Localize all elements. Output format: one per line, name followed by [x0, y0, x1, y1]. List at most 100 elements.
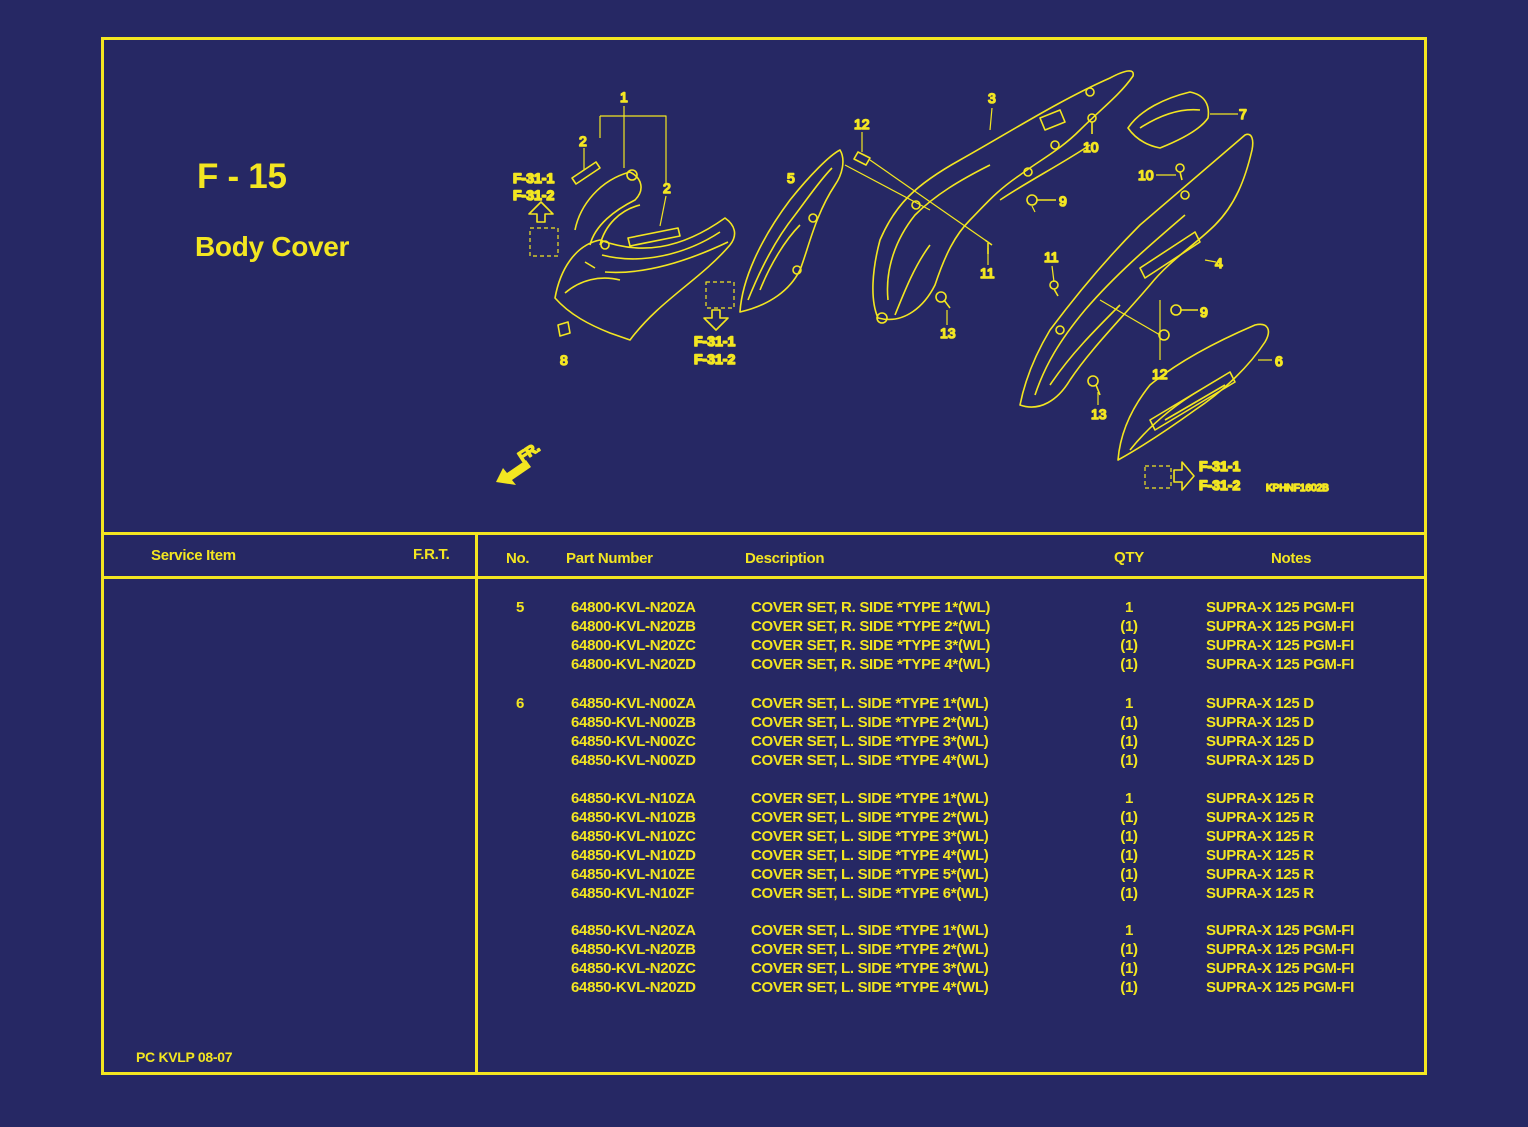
callout-7: 7: [1239, 106, 1247, 122]
row-notes: SUPRA-X 125 R: [1206, 847, 1314, 864]
header-part-number: Part Number: [566, 550, 653, 567]
figure-title: Body Cover: [195, 231, 350, 262]
row-qty: (1): [1120, 637, 1138, 654]
header-row-divider: [101, 576, 1427, 579]
figure-code: F - 15: [197, 157, 287, 196]
row-qty: 1: [1124, 922, 1134, 939]
row-part-number: 64850-KVL-N10ZE: [571, 866, 695, 883]
row-description: COVER SET, L. SIDE *TYPE 6*(WL): [751, 885, 989, 902]
callout-13a: 13: [940, 325, 956, 341]
row-notes: SUPRA-X 125 D: [1206, 714, 1314, 731]
row-part-number: 64850-KVL-N00ZC: [571, 733, 696, 750]
callout-10a: 10: [1083, 139, 1099, 155]
reference-arrows: [528, 201, 1195, 491]
row-part-number: 64850-KVL-N10ZD: [571, 847, 696, 864]
row-part-number: 64850-KVL-N00ZB: [571, 714, 696, 731]
ref-mid-2: F-31-2: [694, 351, 735, 367]
exploded-parts-diagram: FR. 1 2 2 3 4 5 6 7 8 9 9 10 10 11 11 12…: [496, 70, 1330, 495]
callout-13b: 13: [1091, 406, 1107, 422]
row-part-number: 64800-KVL-N20ZB: [571, 618, 696, 635]
row-qty: (1): [1120, 885, 1138, 902]
row-part-number: 64850-KVL-N00ZA: [571, 695, 696, 712]
row-part-number: 64850-KVL-N20ZD: [571, 979, 696, 996]
row-part-number: 64850-KVL-N00ZD: [571, 752, 696, 769]
part-7-cover: [1127, 91, 1210, 149]
row-qty: (1): [1120, 847, 1138, 864]
part-1-inner-cover: [554, 169, 736, 341]
row-description: COVER SET, L. SIDE *TYPE 1*(WL): [751, 922, 989, 939]
part-2-strips: [571, 161, 681, 247]
catalog-code: PC KVLP 08-07: [136, 1049, 233, 1065]
row-qty: (1): [1120, 828, 1138, 845]
row-notes: SUPRA-X 125 D: [1206, 733, 1314, 750]
row-description: COVER SET, R. SIDE *TYPE 3*(WL): [751, 637, 991, 654]
ref-left-2: F-31-2: [513, 187, 554, 203]
row-notes: SUPRA-X 125 R: [1206, 866, 1314, 883]
header-frt: F.R.T.: [413, 546, 450, 563]
row-notes: SUPRA-X 125 PGM-FI: [1206, 656, 1354, 673]
row-qty: (1): [1120, 752, 1138, 769]
row-description: COVER SET, L. SIDE *TYPE 3*(WL): [751, 828, 989, 845]
row-qty: 1: [1124, 790, 1134, 807]
row-part-number: 64800-KVL-N20ZA: [571, 599, 696, 616]
diagram-table-divider: [101, 532, 1427, 535]
row-notes: SUPRA-X 125 D: [1206, 752, 1314, 769]
callout-5: 5: [787, 170, 795, 186]
header-service-item: Service Item: [151, 547, 236, 564]
callout-2a: 2: [579, 133, 587, 149]
callout-12b: 12: [1152, 366, 1168, 382]
header-qty: QTY: [1114, 549, 1144, 566]
row-qty: 1: [1124, 599, 1134, 616]
row-part-number: 64850-KVL-N10ZF: [571, 885, 695, 902]
row-part-number: 64850-KVL-N20ZB: [571, 941, 696, 958]
leader-lines: [583, 106, 1272, 405]
row-notes: SUPRA-X 125 PGM-FI: [1206, 618, 1354, 635]
callout-4: 4: [1215, 255, 1223, 271]
callout-9a: 9: [1059, 193, 1067, 209]
ref-right-2: F-31-2: [1199, 477, 1240, 493]
row-no: 6: [516, 695, 525, 712]
row-description: COVER SET, L. SIDE *TYPE 1*(WL): [751, 695, 989, 712]
row-notes: SUPRA-X 125 PGM-FI: [1206, 941, 1354, 958]
row-description: COVER SET, L. SIDE *TYPE 4*(WL): [751, 752, 989, 769]
svg-text:FR.: FR.: [515, 439, 543, 465]
header-no: No.: [506, 550, 530, 567]
header-description: Description: [745, 550, 825, 567]
callout-10b: 10: [1138, 167, 1154, 183]
row-qty: (1): [1120, 866, 1138, 883]
row-description: COVER SET, L. SIDE *TYPE 2*(WL): [751, 941, 989, 958]
callout-6: 6: [1275, 353, 1283, 369]
row-description: COVER SET, R. SIDE *TYPE 1*(WL): [751, 599, 991, 616]
header-notes: Notes: [1271, 550, 1312, 567]
row-qty: (1): [1120, 618, 1138, 635]
row-no: 5: [516, 599, 525, 616]
row-description: COVER SET, L. SIDE *TYPE 1*(WL): [751, 790, 989, 807]
service-column-divider: [475, 532, 478, 1075]
row-qty: (1): [1120, 979, 1138, 996]
row-part-number: 64850-KVL-N20ZC: [571, 960, 696, 977]
row-notes: SUPRA-X 125 PGM-FI: [1206, 979, 1354, 996]
row-qty: (1): [1120, 733, 1138, 750]
callout-11a: 11: [980, 265, 995, 281]
row-description: COVER SET, L. SIDE *TYPE 4*(WL): [751, 979, 989, 996]
row-description: COVER SET, L. SIDE *TYPE 5*(WL): [751, 866, 989, 883]
row-description: COVER SET, R. SIDE *TYPE 2*(WL): [751, 618, 991, 635]
part-4-body-cover: [1019, 133, 1254, 408]
callout-1: 1: [620, 89, 628, 105]
row-description: COVER SET, L. SIDE *TYPE 2*(WL): [751, 714, 989, 731]
row-notes: SUPRA-X 125 PGM-FI: [1206, 599, 1354, 616]
row-qty: (1): [1120, 656, 1138, 673]
row-qty: (1): [1120, 941, 1138, 958]
row-notes: SUPRA-X 125 R: [1206, 790, 1314, 807]
row-description: COVER SET, L. SIDE *TYPE 3*(WL): [751, 733, 989, 750]
row-description: COVER SET, L. SIDE *TYPE 3*(WL): [751, 960, 989, 977]
row-qty: (1): [1120, 714, 1138, 731]
fasteners: [557, 113, 1198, 396]
row-qty: 1: [1124, 695, 1134, 712]
row-qty: (1): [1120, 809, 1138, 826]
part-6-side-cover: [1117, 323, 1270, 461]
callout-9b: 9: [1200, 304, 1208, 320]
ref-left-1: F-31-1: [513, 170, 554, 186]
row-part-number: 64800-KVL-N20ZD: [571, 656, 696, 673]
row-part-number: 64850-KVL-N10ZB: [571, 809, 696, 826]
